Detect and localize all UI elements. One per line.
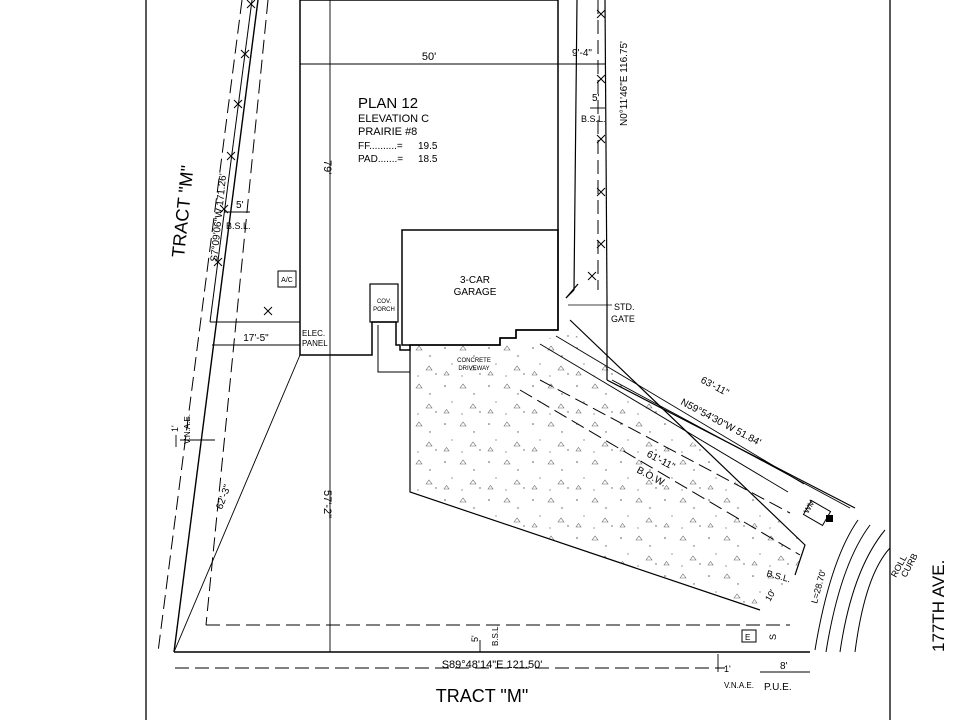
garage-label-1: 3-CAR [460,275,490,286]
ff-label: FF..........= [358,141,403,152]
plan-title: PLAN 12 [358,95,418,112]
street-label: 177TH AVE. [929,560,948,652]
ac-label: A/C [281,277,293,284]
vnae-left-label: V.N.A.E. [183,414,192,444]
ac-unit-box [277,270,297,288]
gate-swing [565,283,579,299]
vnae-bottom-val: 1' [724,664,731,674]
tract-left-label: TRACT "M" [168,164,198,258]
gate-label-1: STD. [614,302,635,312]
bearing-right: N0°11'46"E 116.75' [619,41,630,126]
s-mark: S [768,634,778,640]
plan-elevation: ELEVATION C [358,113,429,125]
curb-arcs [814,519,891,653]
driveway-label-2: DRIVEWAY [458,366,489,372]
left-setback-dim: 17'-5" [243,333,269,344]
pad-label: PAD.......= [358,154,403,165]
ff-value: 19.5 [418,141,438,152]
gate-label-2: GATE [611,314,635,324]
fence-line [209,0,606,323]
bsl-left-val: 5' [236,200,244,211]
tract-bottom-label: TRACT "M" [436,686,528,706]
bsl-bottom-label: B.S.L. [491,624,500,646]
porch-label-1: COV. [377,299,391,305]
pue-val: 8' [780,661,788,672]
house-depth-dim: 79' [321,160,333,174]
bsl-top-val: 5' [592,93,600,104]
driveway-outline [409,345,761,611]
garage-outline [401,229,559,346]
dimension-lines [173,0,851,673]
driveway-edge [569,319,806,576]
vnae-left-val: 1' [170,425,180,432]
utility-box-e [741,629,757,643]
walkway [377,325,410,373]
pue-label: P.U.E. [764,682,792,693]
driveway-label-1: CONCRETE [457,358,491,364]
porch-label-2: PORCH [373,307,395,313]
house-width-dim: 50' [422,51,436,63]
e-mark: E [745,633,750,642]
garage-label-2: GARAGE [454,287,497,298]
bsl-bottom-val: 5' [470,635,480,642]
wm-label: WM [802,498,817,515]
vnae-bottom-label: V.N.A.E. [724,681,754,690]
bsl-left-label: B.S.L. [226,221,251,231]
elec-label-1: ELEC. [302,329,325,338]
bottom-bearing: S89°48'14"E 121.50' [442,659,543,671]
plan-style: PRAIRIE #8 [358,126,417,138]
porch-outline [369,283,399,323]
side-right-dim: 9'-4" [572,48,592,59]
water-meter-marker [826,515,833,522]
driveway-area [410,330,805,610]
diag-dim: 62'-3" [214,483,233,511]
dim-63: 63'-11" [699,375,731,399]
pad-value: 18.5 [418,154,438,165]
bsl-top-label: B.S.L. [581,114,606,124]
setback-lines [157,0,801,669]
elec-label-2: PANEL [302,339,328,348]
front-depth-dim: 57'-2" [321,490,333,518]
